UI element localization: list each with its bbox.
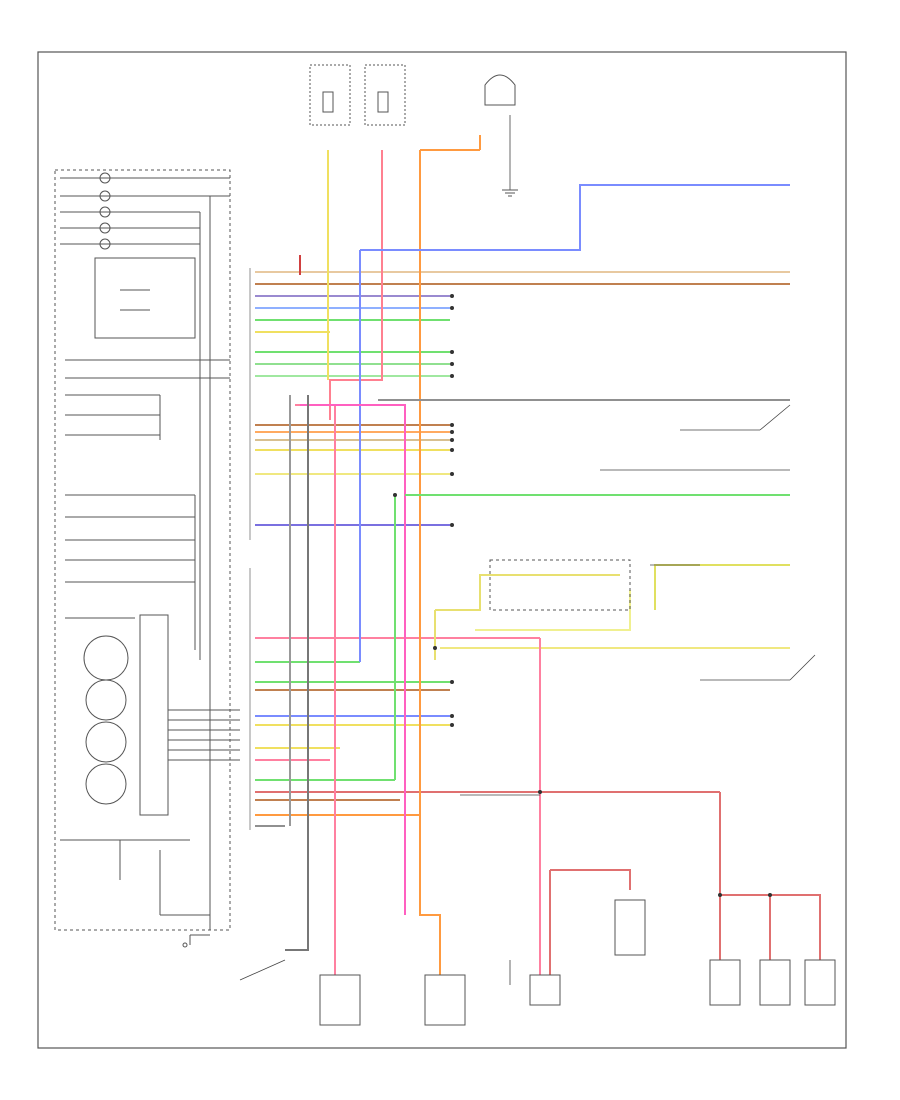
splice-block	[489, 559, 631, 611]
indicator-lamp	[99, 172, 111, 184]
door-switch-1	[709, 959, 741, 1006]
wire-pink	[300, 404, 406, 915]
door-switch-3	[804, 959, 836, 1006]
wire-gray	[285, 395, 309, 951]
vss-module	[424, 974, 466, 1026]
gauge-fuel	[85, 679, 127, 721]
speed-sensor	[484, 74, 516, 106]
indicator-lamp	[99, 222, 111, 234]
diagram-frame	[37, 51, 847, 1049]
wire-yellow	[475, 590, 631, 631]
gauge-speedometer	[83, 635, 129, 681]
wire-blue	[360, 184, 790, 251]
wire-red	[550, 869, 631, 890]
fuse	[377, 91, 389, 113]
wire-yellow	[654, 564, 790, 610]
indicator-lamp	[99, 238, 111, 250]
gauge-temp	[85, 721, 127, 763]
fuse-block-right	[364, 64, 406, 126]
fuse-block-left	[309, 64, 351, 126]
gauge-driver-ic	[139, 614, 169, 816]
connector-dot	[182, 942, 188, 948]
indicator-lamp	[99, 206, 111, 218]
fuse	[322, 91, 334, 113]
parking-brake-switch	[614, 899, 646, 956]
harness-wires	[255, 271, 790, 827]
brake-fluid-switch	[529, 974, 561, 1006]
components	[182, 64, 836, 1026]
gauge-tach	[85, 763, 127, 805]
vertical-wires	[285, 135, 821, 975]
junction-dots	[393, 294, 772, 897]
wire-pink	[329, 150, 383, 420]
wire-orange	[419, 150, 441, 975]
door-switch-2	[759, 959, 791, 1006]
wire-yellow	[435, 574, 620, 611]
wire-red	[720, 894, 821, 960]
cluster-housing	[54, 169, 231, 931]
signal-wires	[239, 115, 816, 985]
instrument-cluster	[54, 169, 240, 945]
regulator-block	[94, 257, 196, 339]
indicator-lamp	[99, 190, 111, 202]
oil-pressure-switch	[319, 974, 361, 1026]
